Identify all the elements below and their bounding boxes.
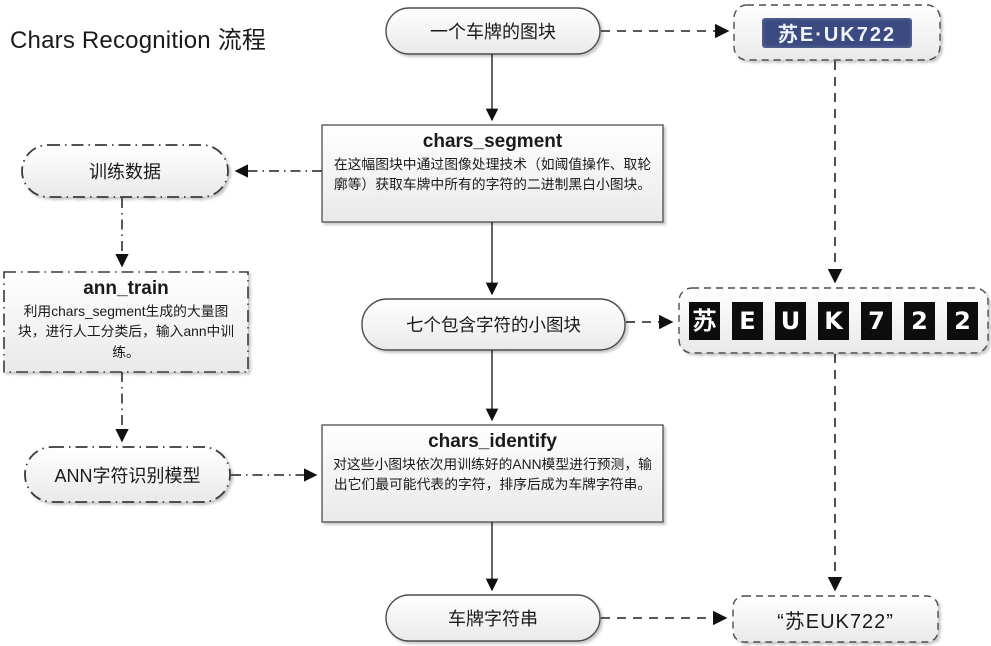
char-tile: 苏 xyxy=(689,301,720,340)
char-tile: E xyxy=(732,301,763,340)
node-result-string-label: “苏EUK722” xyxy=(777,610,894,633)
chars-segment-title: chars_segment xyxy=(422,131,563,152)
char-tile: K xyxy=(818,301,849,340)
node-ann-train: ann_train 利用chars_segment生成的大量图块，进行人工分类后… xyxy=(4,272,248,372)
node-shape-training-data xyxy=(21,144,229,198)
node-shape-result-string xyxy=(732,595,939,643)
node-plate-block-label: 一个车牌的图块 xyxy=(430,22,556,42)
node-shape-chars-segment xyxy=(321,124,664,223)
node-ann-model: ANN字符识别模型 xyxy=(25,447,230,502)
node-plate-string-label: 车牌字符串 xyxy=(448,609,538,629)
node-plate-string: 车牌字符串 xyxy=(386,595,600,641)
node-chars-segment: chars_segment 在这幅图块中通过图像处理技术（如阈值操作、取轮廓等）… xyxy=(322,125,663,222)
node-shape-ann-model xyxy=(24,446,231,503)
chars-segment-body: 在这幅图块中通过图像处理技术（如阈值操作、取轮廓等）获取车牌中所有的字符的二进制… xyxy=(333,156,652,193)
page-title: Chars Recognition 流程 xyxy=(10,27,267,54)
node-plate-image: 苏E·UK722 xyxy=(734,5,940,60)
node-seven-blocks-label: 七个包含字符的小图块 xyxy=(406,315,581,335)
char-tile: 2 xyxy=(904,301,935,340)
node-plate-block: 一个车牌的图块 xyxy=(386,8,600,54)
node-ann-model-label: ANN字符识别模型 xyxy=(54,465,201,486)
node-chars-identify: chars_identify 对这些小图块依次用训练好的ANN模型进行预测，输出… xyxy=(322,425,663,522)
node-seven-blocks: 七个包含字符的小图块 xyxy=(362,299,625,350)
chars-identify-title: chars_identify xyxy=(428,431,557,452)
node-shape-plate-block xyxy=(385,7,601,55)
node-shape-chars-identify xyxy=(321,424,664,523)
char-tile: 2 xyxy=(947,301,978,340)
node-result-string: “苏EUK722” xyxy=(733,596,938,642)
node-training-data: 训练数据 xyxy=(22,145,228,197)
node-shape-plate-string xyxy=(385,594,601,642)
node-shape-ann-train xyxy=(3,271,249,373)
node-shape-seven-blocks xyxy=(361,298,626,351)
char-tile: U xyxy=(775,301,806,340)
ann-train-body: 利用chars_segment生成的大量图块，进行人工分类后，输入ann中训练。 xyxy=(17,303,235,360)
license-plate-image: 苏E·UK722 xyxy=(762,17,912,48)
node-training-data-label: 训练数据 xyxy=(89,162,161,182)
chars-identify-body: 对这些小图块依次用训练好的ANN模型进行预测，输出它们最可能代表的字符，排序后成… xyxy=(333,456,652,493)
license-plate-text: 苏E·UK722 xyxy=(777,24,897,46)
ann-train-title: ann_train xyxy=(83,278,169,299)
char-tile: 7 xyxy=(861,301,892,340)
